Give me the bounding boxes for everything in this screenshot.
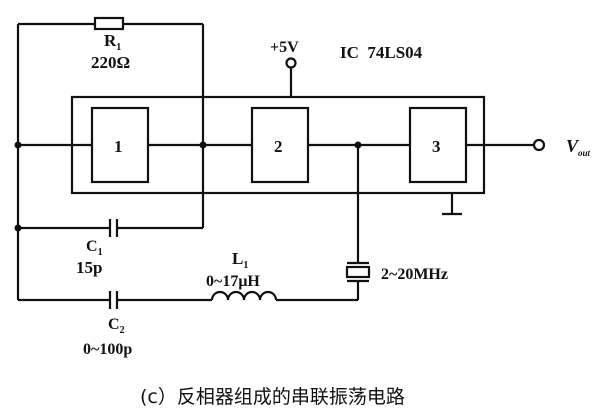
gate-2 xyxy=(250,106,310,184)
gate-3-label: 3 xyxy=(432,137,441,156)
output-label: Vout xyxy=(566,136,591,158)
crystal-body xyxy=(345,265,371,279)
c1-label: C1 xyxy=(86,238,103,258)
gate-2-label: 2 xyxy=(274,137,283,156)
junction-dot xyxy=(199,141,207,149)
r1-label: R1 xyxy=(104,31,121,53)
c1-value: 15p xyxy=(76,258,102,277)
output-terminal xyxy=(532,138,546,152)
junction-dot xyxy=(354,141,362,149)
crystal-value: 2~20MHz xyxy=(381,266,448,283)
inductor-l1 xyxy=(210,290,278,301)
l1-value: 0~17μH xyxy=(206,273,260,290)
junction-dot xyxy=(14,141,22,149)
l1-label: L1 xyxy=(232,249,248,271)
c2-value: 0~100p xyxy=(83,341,132,358)
figure-caption: (c）反相器组成的串联振荡电路 xyxy=(140,386,405,408)
gate-1 xyxy=(90,106,150,184)
c2-label: C2 xyxy=(108,316,125,336)
resistor-r1 xyxy=(93,16,125,31)
supply-terminal xyxy=(285,57,297,69)
supply-label: +5V xyxy=(270,39,299,56)
r1-value: 220Ω xyxy=(91,53,130,72)
junction-dot xyxy=(14,224,22,232)
gate-1-label: 1 xyxy=(114,137,123,156)
ic-label: IC 74LS04 xyxy=(340,43,423,62)
